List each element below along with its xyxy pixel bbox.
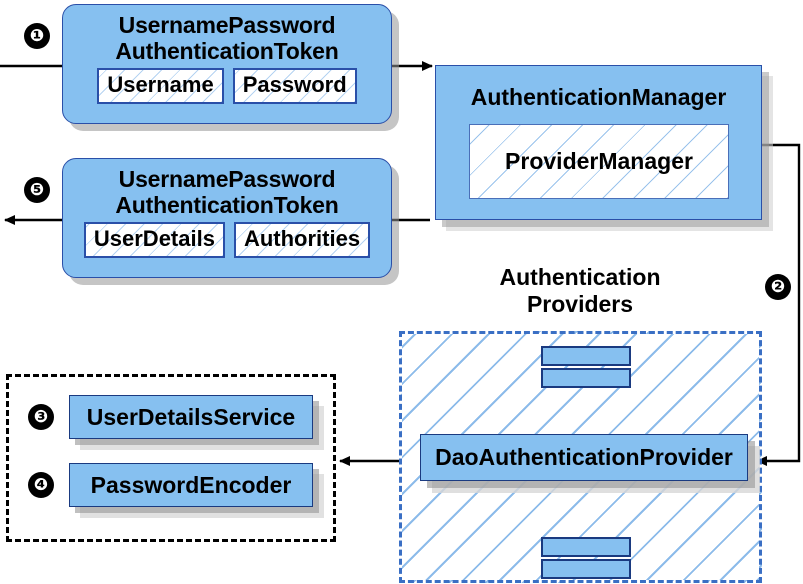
authorities-field[interactable]: Authorities (233, 222, 371, 258)
collaborators-group (6, 374, 336, 542)
response-authentication-token[interactable]: UsernamePassword AuthenticationToken Use… (62, 158, 392, 278)
arrow-manager-to-provider (756, 143, 801, 466)
authentication-providers-caption: Authentication Providers (499, 264, 661, 317)
request-token-title: UsernamePassword AuthenticationToken (115, 12, 339, 64)
request-token-fields: Username Password (63, 64, 391, 104)
authentication-manager-box[interactable]: AuthenticationManager ProviderManager (435, 65, 762, 220)
userdetails-field[interactable]: UserDetails (83, 222, 225, 258)
step-3-badge: ❸ (28, 404, 54, 430)
step-2-badge: ❷ (765, 274, 791, 300)
step-4-badge: ❹ (28, 472, 54, 498)
password-field[interactable]: Password (232, 68, 357, 104)
step-5-badge: ❺ (24, 177, 50, 203)
dao-authentication-provider-box[interactable]: DaoAuthenticationProvider (420, 434, 748, 481)
userdetailsservice-box[interactable]: UserDetailsService (69, 395, 313, 439)
passwordencoder-box[interactable]: PasswordEncoder (69, 463, 313, 507)
provider-manager-box[interactable]: ProviderManager (469, 124, 729, 199)
other-provider-bar-top-1[interactable] (541, 346, 631, 366)
request-authentication-token[interactable]: UsernamePassword AuthenticationToken Use… (62, 4, 392, 124)
other-provider-bar-top-2[interactable] (541, 368, 631, 388)
username-field[interactable]: Username (97, 68, 224, 104)
response-token-title: UsernamePassword AuthenticationToken (115, 166, 339, 218)
response-token-fields: UserDetails Authorities (63, 218, 391, 258)
step-1-badge: ❶ (24, 23, 50, 49)
other-provider-bar-bottom-2[interactable] (541, 559, 631, 579)
authentication-manager-title: AuthenticationManager (470, 84, 727, 110)
other-provider-bar-bottom-1[interactable] (541, 537, 631, 557)
